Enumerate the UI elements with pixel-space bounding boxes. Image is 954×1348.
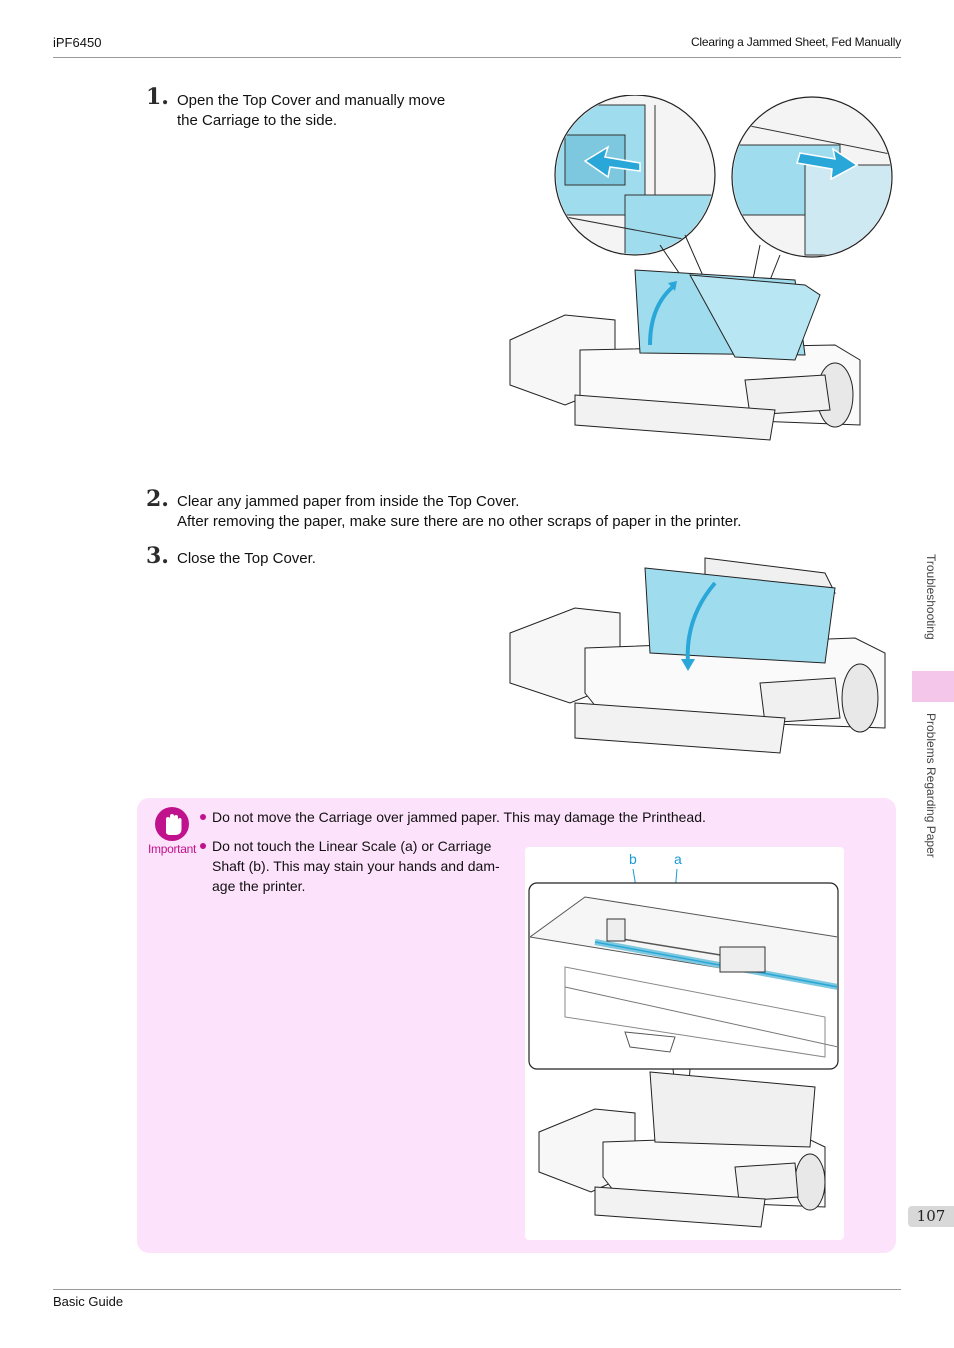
footer-doc-title: Basic Guide	[53, 1294, 124, 1309]
header-model: iPF6450	[53, 35, 102, 50]
step-2-text: Clear any jammed paper from inside the T…	[177, 492, 741, 532]
sidebar-chapter: Troubleshooting	[924, 554, 938, 640]
footer-divider	[53, 1289, 901, 1290]
header-section-title: Clearing a Jammed Sheet, Fed Manually	[690, 35, 901, 49]
important-item-2-line-3: age the printer.	[212, 878, 306, 894]
important-label: Important	[148, 842, 196, 856]
page-number: 107	[908, 1206, 954, 1227]
carriage-zoom-right	[731, 96, 893, 258]
important-item-2: Do not touch the Linear Scale (a) or Car…	[212, 836, 500, 896]
label-carriage-shaft: b	[629, 851, 637, 867]
important-hand-icon	[155, 807, 189, 841]
important-bullet-2	[200, 843, 206, 849]
important-item-1: Do not move the Carriage over jammed pap…	[212, 807, 706, 827]
printer-body	[509, 269, 861, 441]
linear-scale-illustration	[528, 868, 839, 1228]
step-1-line-1: Open the Top Cover and manually move	[177, 92, 446, 109]
step-3-line-1: Close the Top Cover.	[177, 550, 316, 567]
step-1-number: 1.	[146, 84, 169, 110]
important-bullet-1	[200, 814, 206, 820]
important-item-2-line-1: Do not touch the Linear Scale (a) or Car…	[212, 838, 492, 854]
carriage-zoom-left	[554, 95, 716, 256]
close-cover-illustration	[509, 557, 886, 754]
sidebar-section: Problems Regarding Paper	[924, 713, 938, 858]
step-2-line-1: Clear any jammed paper from inside the T…	[177, 493, 520, 510]
important-item-1-line-1: Do not move the Carriage over jammed pap…	[212, 809, 706, 825]
step-2-line-2: After removing the paper, make sure ther…	[177, 513, 742, 530]
open-cover-illustration	[509, 95, 893, 441]
step-2-number: 2.	[146, 486, 169, 512]
header-divider	[53, 57, 901, 58]
step-3-text: Close the Top Cover.	[177, 549, 316, 569]
step-3-number: 3.	[146, 543, 169, 569]
important-item-2-line-2: Shaft (b). This may stain your hands and…	[212, 858, 500, 874]
label-linear-scale: a	[674, 851, 682, 867]
step-1-line-2: the Carriage to the side.	[177, 112, 338, 129]
step-1-text: Open the Top Cover and manually move the…	[177, 91, 445, 131]
sidebar-tab-marker	[912, 671, 954, 702]
